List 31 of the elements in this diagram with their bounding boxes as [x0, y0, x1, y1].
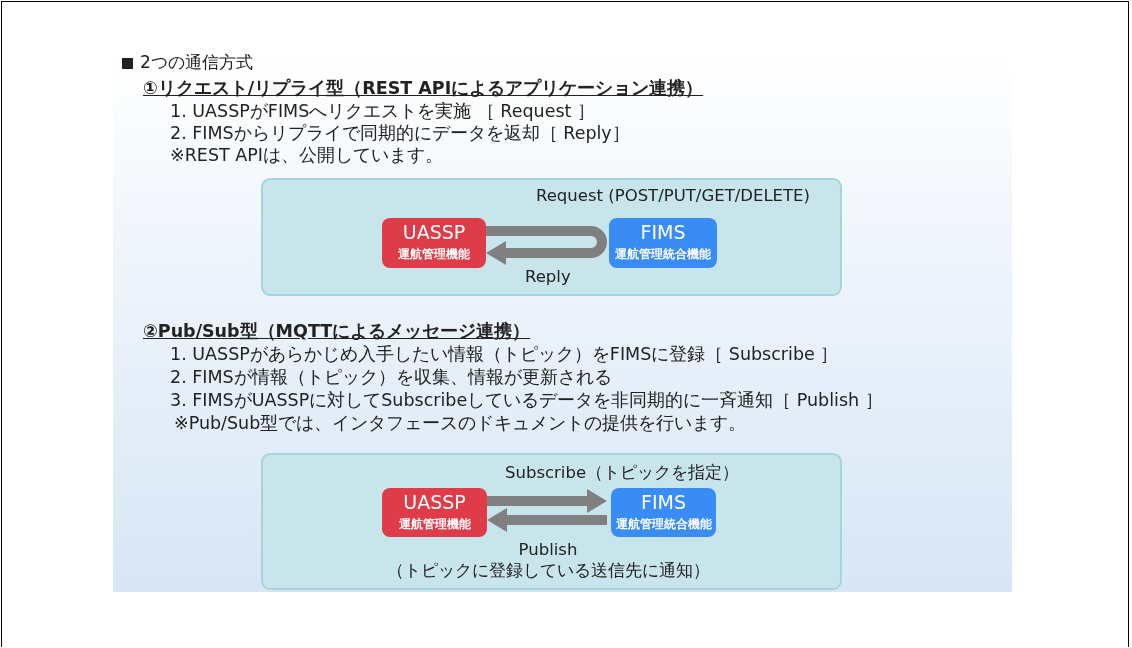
section-heading: ②Pub/Sub型（MQTTによるメッセージ連携）	[143, 320, 531, 343]
edge-label: Reply	[525, 266, 571, 287]
edge-label: Publish （トピックに登録している送信先に通知）	[385, 539, 711, 581]
list-item: 3. FIMSがUASSPに対してSubscribeしているデータを非同期的に一斉通知［ Publish ］	[170, 389, 883, 412]
system-function: 運航管理機能	[398, 516, 471, 533]
system-name: UASSP	[403, 491, 466, 513]
system-box	[382, 488, 487, 537]
system-function: 運航管理統合機能	[615, 516, 712, 533]
system-function: 運航管理機能	[398, 246, 470, 263]
arrow	[487, 508, 607, 532]
list-item: 2. FIMSが情報（トピック）を収集、情報が更新される	[170, 366, 612, 389]
arrow	[486, 241, 607, 265]
system-name: FIMS	[640, 221, 686, 243]
system-name: FIMS	[641, 491, 686, 513]
diagram-panel	[261, 453, 842, 590]
arrow	[487, 489, 607, 513]
list-item: 2. FIMSからリプライで同期的にデータを返却［ Reply］	[170, 122, 630, 145]
system-box	[609, 218, 717, 268]
list-item: 1. UASSPがあらかじめ入手したい情報（トピック）をFIMSに登録［ Subscribe ］	[170, 343, 839, 366]
note-text: ※Pub/Sub型では、インタフェースのドキュメントの提供を行います。	[174, 412, 747, 435]
edge-label: Subscribe（トピックを指定）	[505, 462, 740, 483]
diagram-panel	[261, 178, 842, 296]
system-box	[611, 488, 716, 537]
system-box	[382, 218, 486, 268]
edge-label: Request (POST/PUT/GET/DELETE)	[536, 185, 810, 206]
list-item: 1. UASSPがFIMSへリクエストを実施 ［ Request ］	[170, 100, 596, 123]
title: 2つの通信方式	[140, 51, 253, 74]
system-name: UASSP	[402, 221, 466, 243]
section-heading: ①リクエスト/リプライ型（REST APIによるアプリケーション連携）	[143, 77, 704, 100]
note-text: ※REST APIは、公開しています。	[170, 144, 443, 167]
system-function: 運航管理統合機能	[615, 246, 711, 263]
